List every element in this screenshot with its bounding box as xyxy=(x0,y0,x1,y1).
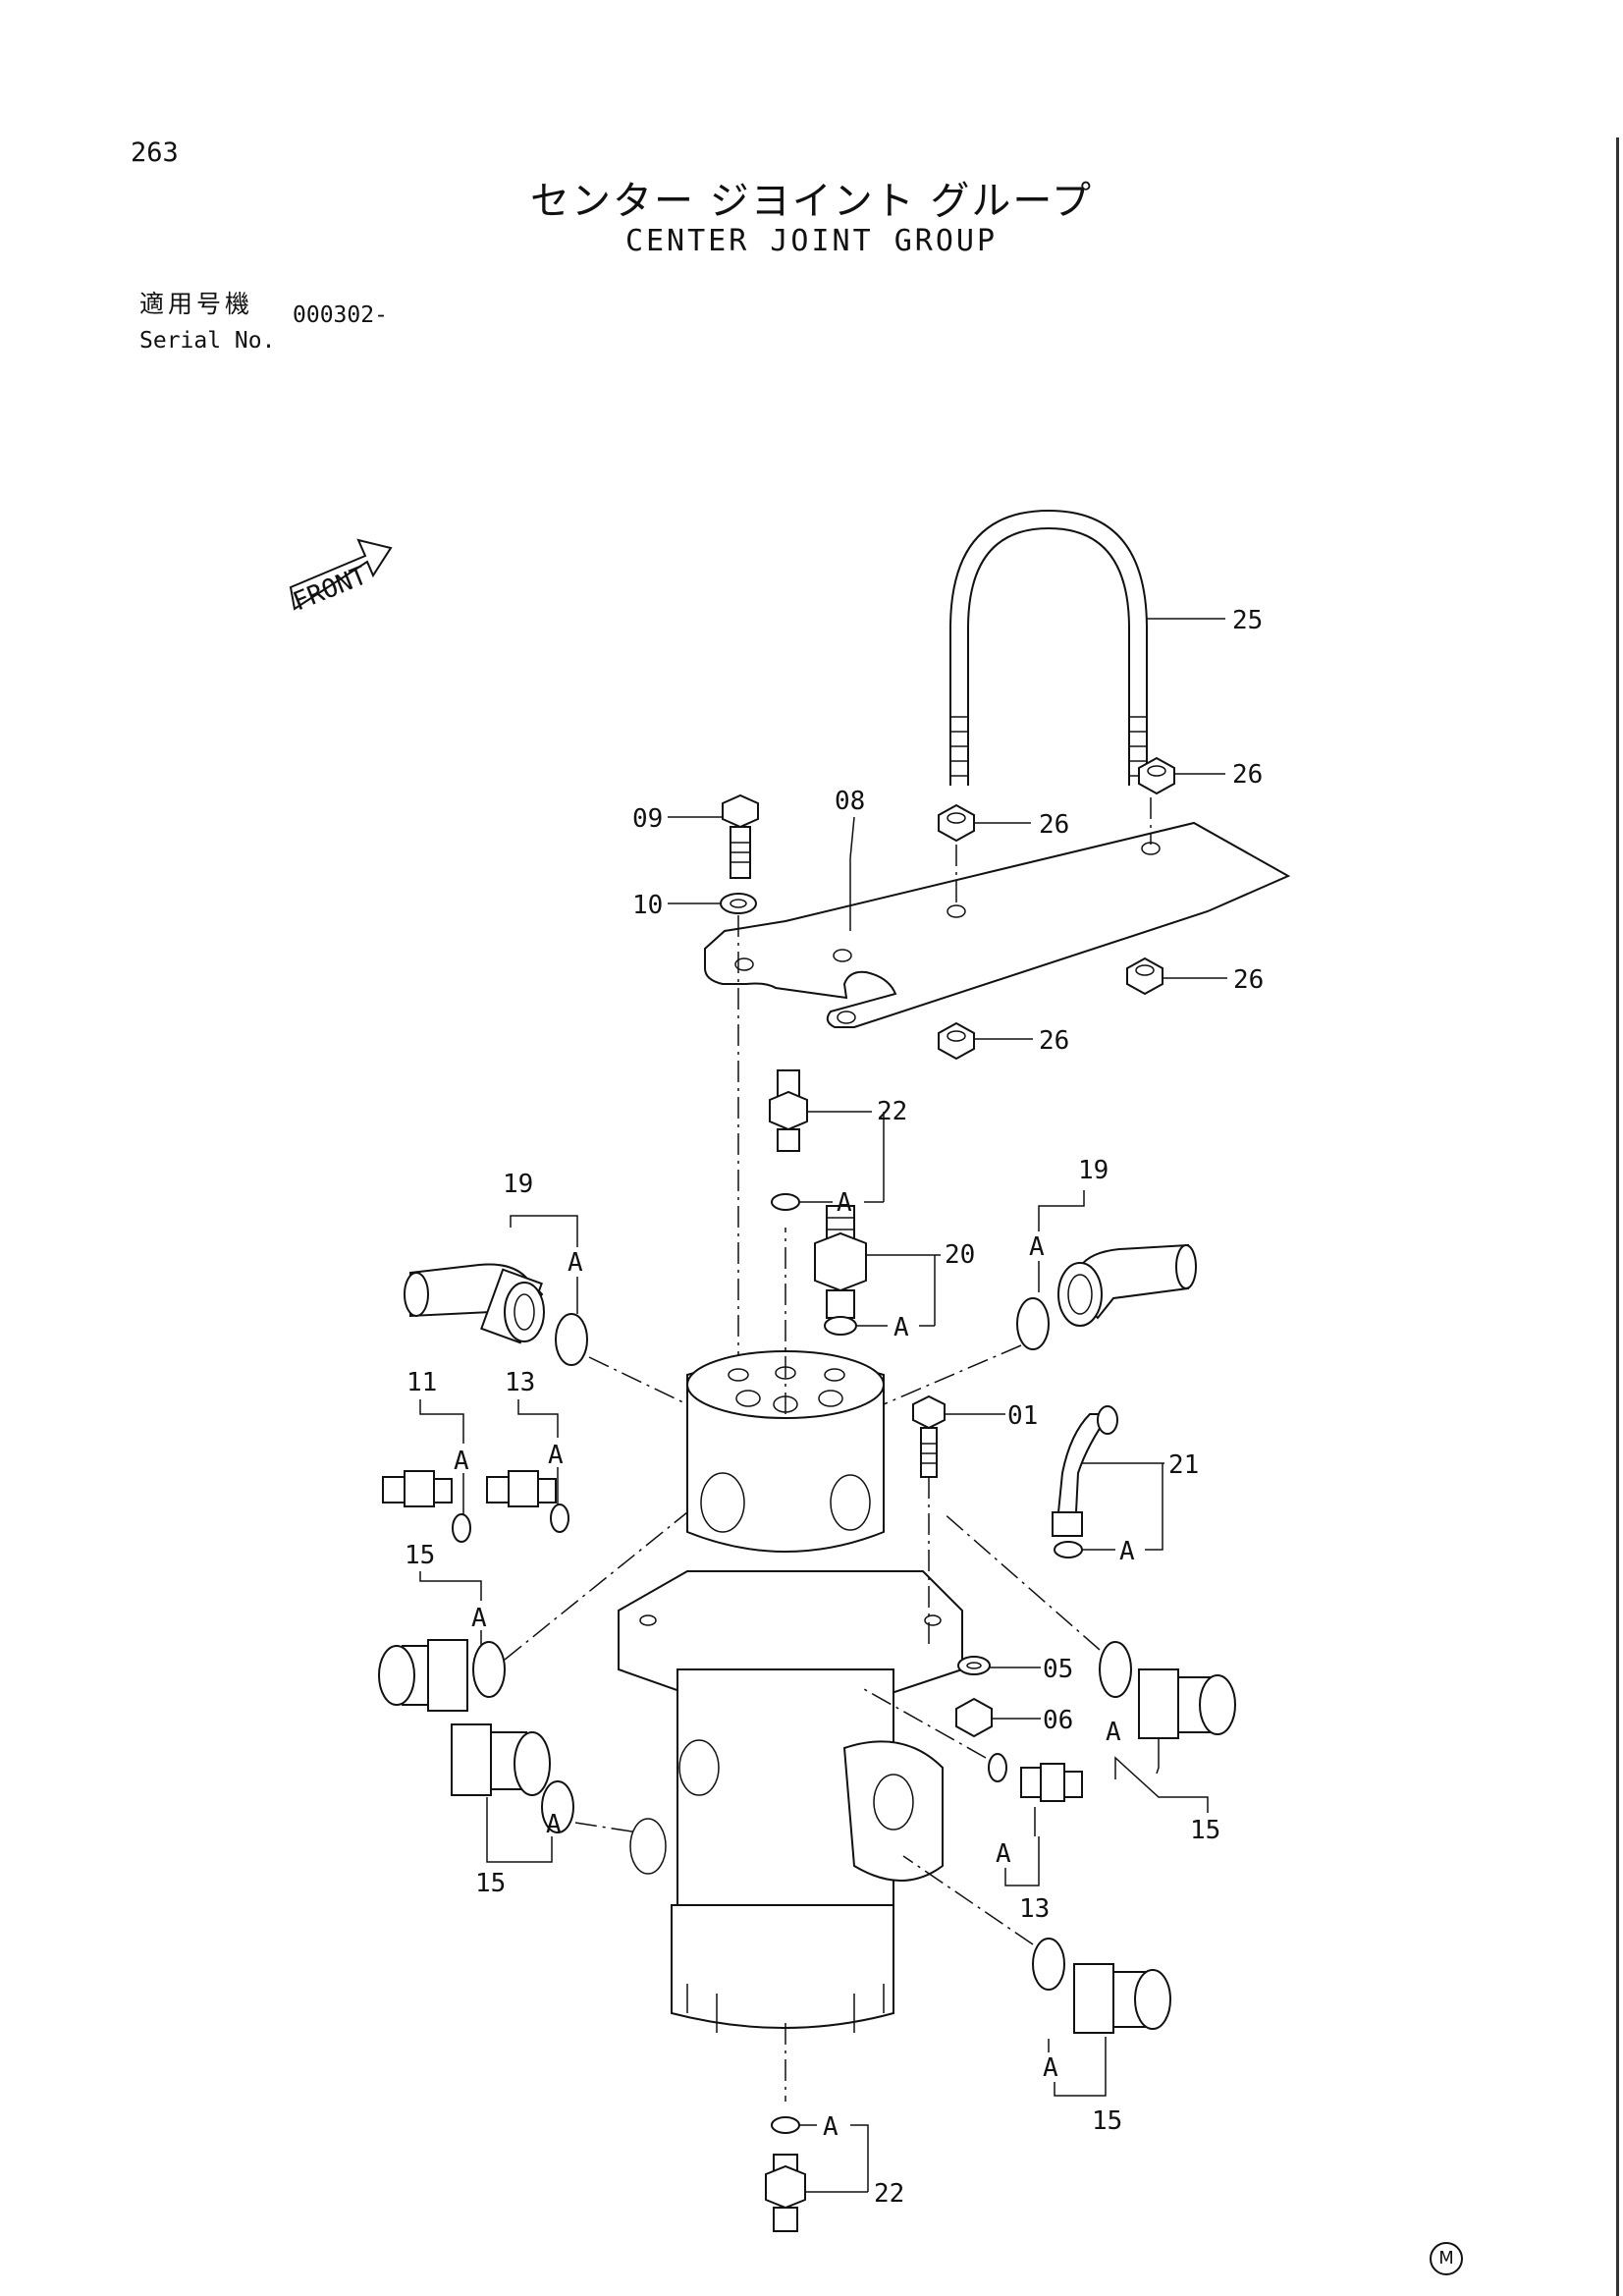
callout-01: 01 xyxy=(1007,1401,1038,1431)
straight-fitting xyxy=(486,1399,559,1510)
serial-label-japanese: 適用号機 xyxy=(139,290,254,318)
oring-label-a: A xyxy=(996,1839,1011,1869)
callout-08: 08 xyxy=(835,787,865,816)
spring-washer xyxy=(668,893,757,914)
o-ring xyxy=(555,1313,688,1405)
straight-fitting xyxy=(378,1571,482,1712)
center-joint-body xyxy=(618,1228,963,2102)
o-ring xyxy=(863,1688,1007,1782)
oring-label-a: A xyxy=(546,1810,562,1839)
front-arrow-icon: FRONT xyxy=(289,538,393,617)
page-number: 263 xyxy=(131,137,179,168)
hex-nut xyxy=(938,803,1031,843)
straight-fitting xyxy=(1048,1963,1171,2097)
oring-label-a: A xyxy=(1106,1718,1121,1747)
callout-26: 26 xyxy=(1233,965,1264,995)
callout-20: 20 xyxy=(945,1240,975,1270)
o-ring xyxy=(824,1255,936,1336)
callout-09: 09 xyxy=(632,804,663,834)
o-ring xyxy=(452,1513,471,1543)
hex-bolt xyxy=(668,793,759,879)
u-bolt xyxy=(949,509,1225,786)
oring-label-a: A xyxy=(548,1441,564,1470)
oring-label-a: A xyxy=(454,1447,469,1476)
elbow-fitting xyxy=(404,1215,578,1344)
straight-fitting xyxy=(451,1723,553,1863)
callout-26: 26 xyxy=(1039,1026,1069,1056)
oring-label-a: A xyxy=(1119,1537,1135,1566)
callout-15: 15 xyxy=(1092,2106,1122,2136)
serial-label: Serial No. xyxy=(139,328,276,354)
page-title: CENTER JOINT GROUP xyxy=(624,224,999,258)
callout-22: 22 xyxy=(877,1097,907,1126)
callout-05: 05 xyxy=(1043,1655,1073,1684)
oring-label-a: A xyxy=(471,1604,487,1633)
union-fitting xyxy=(814,1205,941,1319)
oring-label-a: A xyxy=(823,2112,839,2142)
callout-19: 19 xyxy=(503,1170,533,1199)
straight-fitting xyxy=(382,1399,464,1520)
oring-label-a: A xyxy=(568,1248,583,1278)
callout-13: 13 xyxy=(505,1368,535,1397)
straight-fitting xyxy=(769,1069,872,1152)
o-ring xyxy=(550,1503,569,1533)
straight-fitting xyxy=(765,2154,868,2232)
o-ring xyxy=(771,2116,869,2192)
o-ring xyxy=(541,1780,639,1833)
o-ring xyxy=(1054,1463,1163,1558)
page-title-japanese: センター ジヨイント グループ xyxy=(529,179,1094,224)
serial-number-value: 000302- xyxy=(293,302,388,328)
callout-26: 26 xyxy=(1039,810,1069,840)
elbow-fitting xyxy=(1038,1190,1197,1327)
callout-13: 13 xyxy=(1019,1894,1050,1924)
callout-11: 11 xyxy=(406,1368,437,1397)
callout-15: 15 xyxy=(405,1541,435,1570)
callout-10: 10 xyxy=(632,891,663,920)
oring-label-a: A xyxy=(837,1188,852,1218)
straight-fitting xyxy=(1004,1763,1083,1886)
front-label: FRONT xyxy=(289,561,371,617)
callout-26: 26 xyxy=(1232,760,1263,790)
o-ring xyxy=(472,1511,688,1698)
oring-label-a: A xyxy=(893,1313,909,1342)
callout-19: 19 xyxy=(1078,1156,1109,1185)
hex-nut xyxy=(1138,756,1225,795)
hex-nut xyxy=(955,1697,1041,1738)
hex-bolt xyxy=(912,1394,1005,1650)
page-border xyxy=(1616,137,1619,2296)
manufacturer-mark: M xyxy=(1430,2242,1463,2275)
callout-21: 21 xyxy=(1168,1450,1199,1480)
hex-nut xyxy=(1126,957,1227,996)
callout-25: 25 xyxy=(1232,606,1263,635)
o-ring xyxy=(771,1112,885,1211)
o-ring xyxy=(942,1511,1132,1698)
mounting-plate xyxy=(704,816,1291,1028)
o-ring xyxy=(902,1855,1065,1991)
o-ring xyxy=(883,1297,1050,1405)
callout-15: 15 xyxy=(475,1869,506,1898)
callout-15: 15 xyxy=(1190,1816,1220,1845)
spring-washer xyxy=(957,1656,1041,1675)
callout-06: 06 xyxy=(1043,1706,1073,1735)
straight-fitting xyxy=(1114,1668,1236,1813)
oring-label-a: A xyxy=(1029,1232,1045,1262)
oring-label-a: A xyxy=(1043,2053,1058,2083)
callout-22: 22 xyxy=(874,2179,904,2209)
hex-nut xyxy=(938,1021,1033,1061)
elbow-fitting xyxy=(1052,1405,1164,1537)
